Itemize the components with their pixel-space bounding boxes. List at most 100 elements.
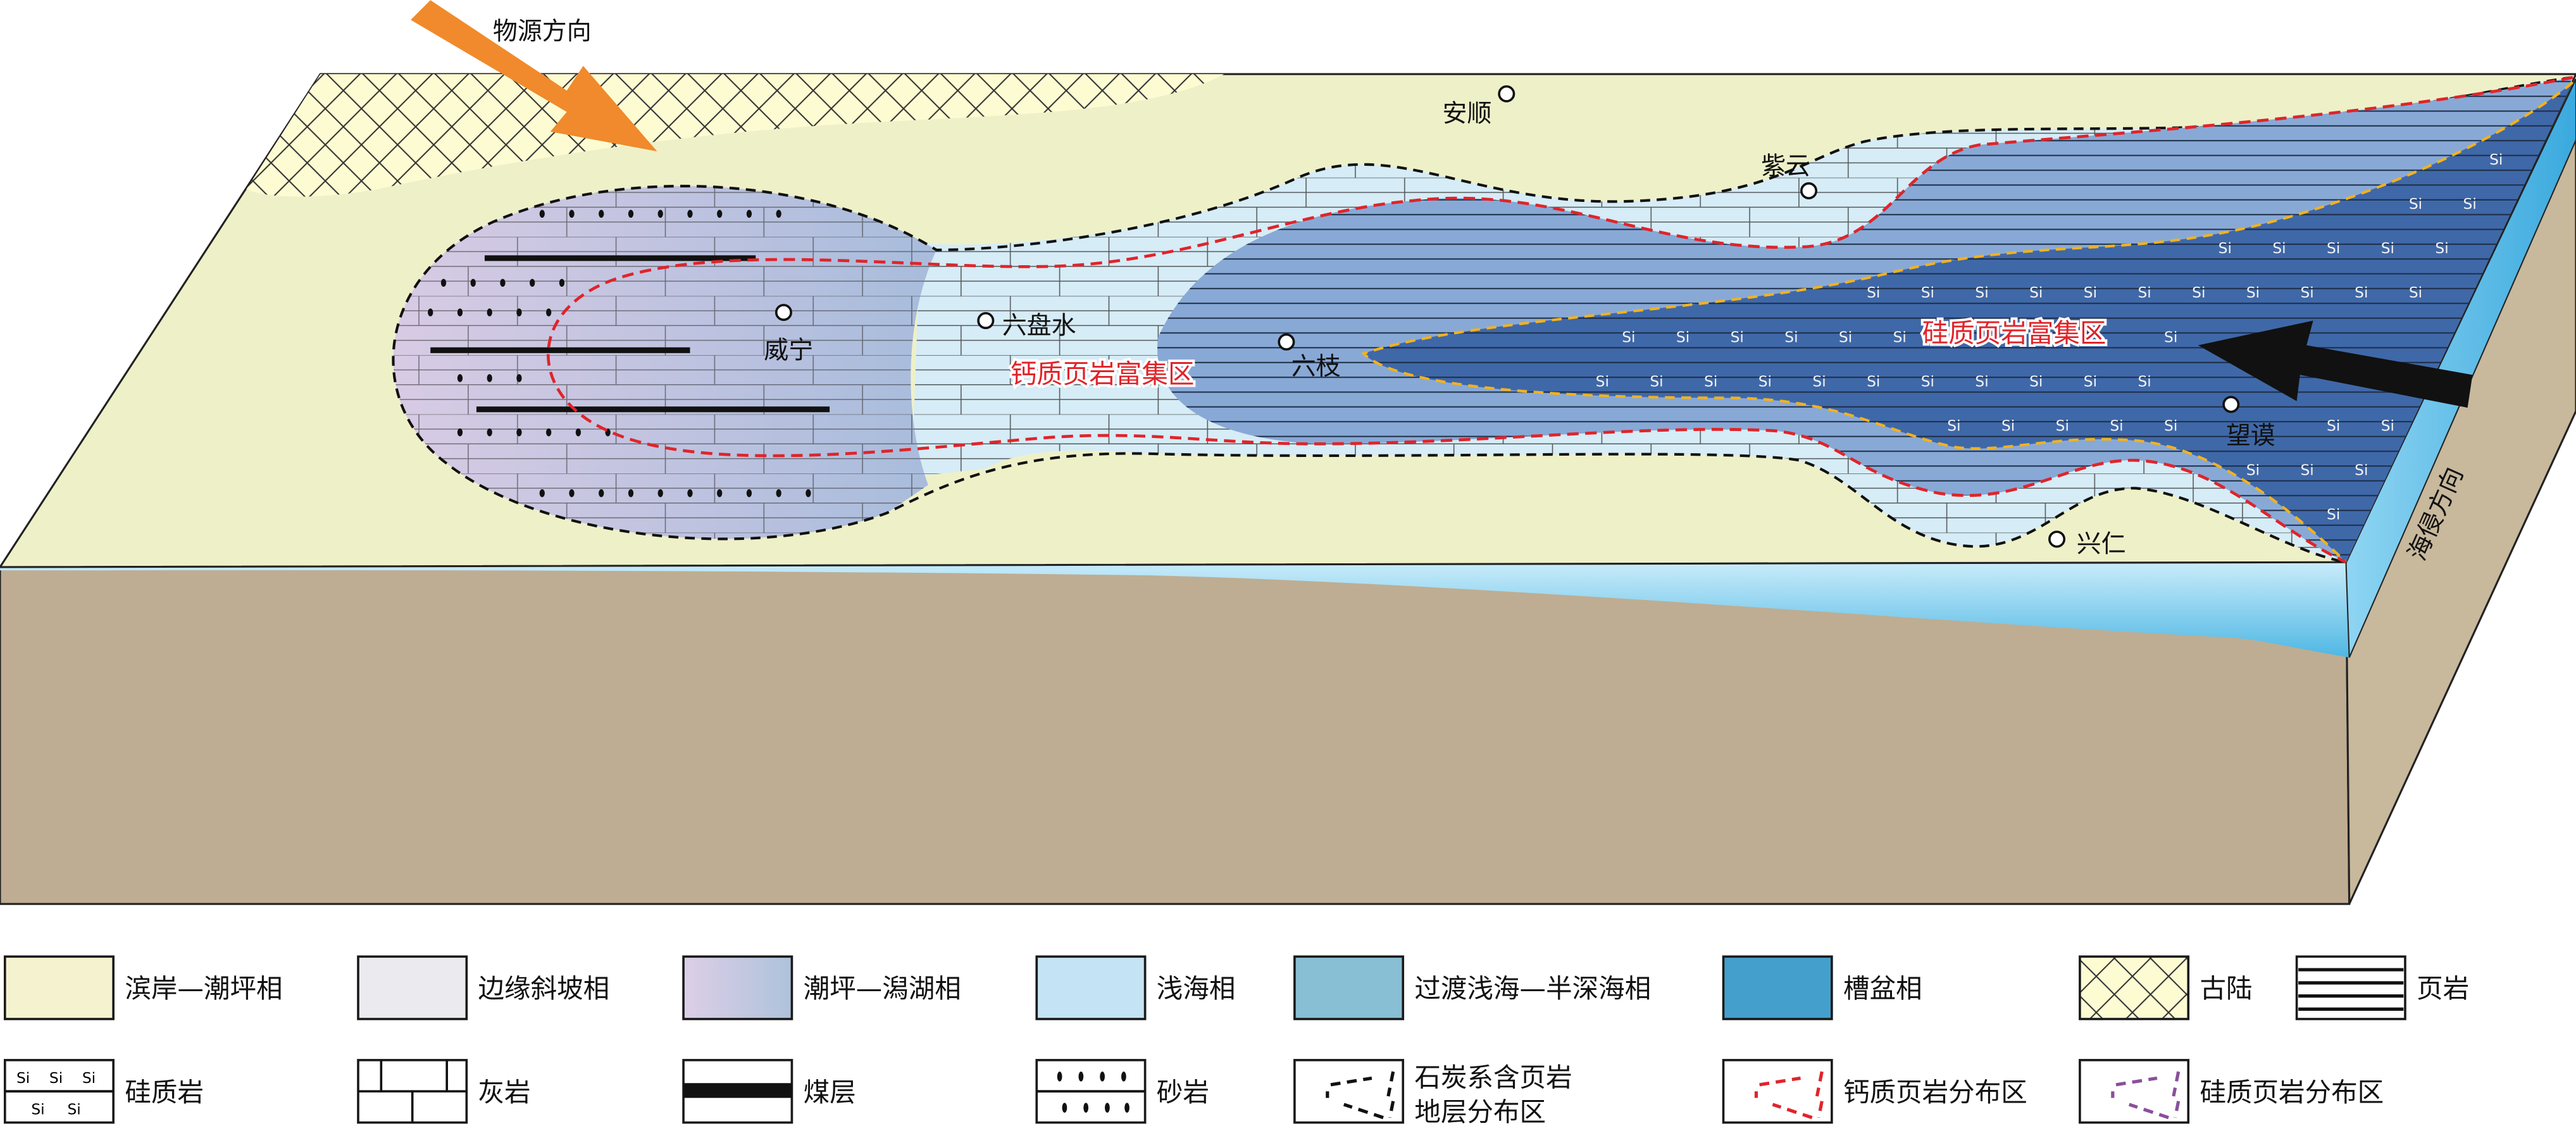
sandstone-dot	[546, 308, 552, 316]
town-wangmo: 望谟	[2222, 396, 2275, 450]
sandstone-dot	[457, 428, 463, 437]
sandstone-dot	[530, 278, 535, 287]
svg-text:灰岩: 灰岩	[478, 1077, 531, 1108]
legend-item-marginal-slope: 边缘斜坡相	[357, 955, 610, 1020]
svg-text:过渡浅海—半深海相: 过渡浅海—半深海相	[1414, 973, 1651, 1004]
si-mark: Si	[1704, 372, 1717, 390]
si-mark: Si	[2084, 372, 2097, 390]
sandstone-dot	[559, 278, 565, 287]
transgression-arrow	[2198, 320, 2473, 408]
sandstone-dot	[539, 210, 545, 218]
si-mark: Si	[1867, 372, 1880, 390]
si-mark: Si	[2381, 416, 2394, 434]
svg-text:Si: Si	[31, 1101, 44, 1118]
sandstone-dot	[776, 489, 781, 497]
sandstone-dot	[687, 210, 693, 218]
svg-text:潮坪—潟湖相: 潮坪—潟湖相	[804, 973, 961, 1004]
sandstone-dot	[599, 210, 604, 218]
town-liuzhi: 六枝	[1278, 333, 1341, 381]
svg-text:钙质页岩分布区: 钙质页岩分布区	[1843, 1077, 2027, 1108]
sandstone-dot	[470, 278, 476, 287]
sandstone-dot	[746, 210, 752, 218]
town-xingren: 兴仁	[2048, 530, 2126, 559]
legend-item-limestone: 灰岩	[357, 1059, 531, 1124]
sandstone-dot	[487, 428, 492, 437]
sandstone-dot	[546, 428, 552, 437]
siliceous-zone-label: 硅质页岩富集区	[1922, 317, 2106, 348]
svg-text:紫云: 紫云	[1761, 152, 1810, 180]
sandstone-dot	[500, 278, 506, 287]
svg-text:石炭系含页岩: 石炭系含页岩	[1414, 1061, 1572, 1092]
si-mark: Si	[2192, 284, 2205, 301]
sandstone-dot	[599, 489, 604, 497]
svg-text:Si: Si	[49, 1069, 63, 1087]
svg-text:边缘斜坡相: 边缘斜坡相	[478, 973, 610, 1004]
svg-text:安顺: 安顺	[1443, 99, 1492, 128]
si-mark: Si	[2029, 372, 2043, 390]
sandstone-dot	[516, 308, 522, 316]
lagoon-limestone-pattern	[393, 186, 936, 539]
si-mark: Si	[1596, 372, 1609, 390]
svg-text:望谟: 望谟	[2226, 422, 2275, 450]
coal-seams	[430, 255, 830, 413]
si-mark: Si	[2355, 461, 2368, 479]
source-direction-arrow	[411, 0, 657, 152]
svg-text:滨岸—潮坪相: 滨岸—潮坪相	[125, 973, 282, 1004]
si-mark: Si	[2272, 239, 2286, 257]
svg-text:地层分布区: 地层分布区	[1414, 1096, 1546, 1126]
si-mark: Si	[2355, 284, 2368, 301]
svg-text:威宁: 威宁	[764, 336, 813, 365]
si-mark: Si	[1975, 284, 1988, 301]
svg-text:六枝: 六枝	[1291, 353, 1341, 381]
legend-item-transitional: 过渡浅海—半深海相	[1293, 955, 1651, 1020]
si-mark: Si	[1867, 284, 1880, 301]
si-mark: Si	[2164, 416, 2177, 434]
legend-item-tidal-lagoon: 潮坪—潟湖相	[682, 955, 961, 1020]
legend-item-sandstone: 砂岩	[1035, 1059, 1209, 1124]
svg-text:Si: Si	[82, 1069, 96, 1087]
legend-item-trough: 槽盆相	[1722, 955, 1922, 1020]
si-mark: Si	[2218, 239, 2232, 257]
legend-item-coastal-tidal: 滨岸—潮坪相	[3, 955, 283, 1020]
si-mark: Si	[2137, 372, 2151, 390]
svg-text:砂岩: 砂岩	[1157, 1077, 1209, 1108]
sandstone-dot	[687, 489, 693, 497]
si-mark: Si	[1650, 372, 1663, 390]
si-mark: Si	[2327, 506, 2340, 523]
trough-shale-pattern	[1363, 82, 2573, 563]
source-direction-label: 物源方向	[493, 18, 592, 46]
si-mark: Si	[1975, 372, 1988, 390]
si-mark: Si	[2246, 284, 2260, 301]
svg-text:煤层: 煤层	[804, 1077, 856, 1108]
svg-text:兴仁: 兴仁	[2077, 530, 2126, 559]
sandstone-dot	[575, 428, 582, 437]
si-mark: Si	[2029, 284, 2043, 301]
si-mark: Si	[2001, 416, 2015, 434]
carboniferous-shale-boundary	[392, 76, 2573, 564]
sandstone-dot	[569, 489, 575, 497]
sandstone-dot	[806, 489, 811, 497]
si-mark: Si	[1921, 372, 1934, 390]
calcareous-shale-boundary	[547, 76, 2573, 564]
svg-text:槽盆相: 槽盆相	[1843, 973, 1922, 1004]
si-mark: Si	[1731, 328, 1744, 346]
si-mark: Si	[1893, 328, 1907, 346]
si-mark: Si	[2489, 151, 2503, 168]
si-mark: Si	[2463, 195, 2477, 213]
sandstone-dot	[746, 489, 752, 497]
svg-text:六盘水: 六盘水	[1002, 311, 1076, 340]
si-mark: Si	[2409, 195, 2422, 213]
sandstone-dot	[657, 210, 663, 218]
si-mark: Si	[2137, 284, 2151, 301]
si-mark: Si	[2300, 461, 2313, 479]
si-mark: Si	[1676, 328, 1689, 346]
town-liupanshui: 六盘水	[977, 311, 1076, 340]
town-weining: 威宁	[764, 304, 813, 365]
svg-text:Si: Si	[16, 1069, 30, 1087]
si-mark: Si	[2164, 328, 2177, 346]
svg-text:Si: Si	[67, 1101, 80, 1118]
legend-item-ancient-land: 古陆	[2079, 955, 2253, 1020]
